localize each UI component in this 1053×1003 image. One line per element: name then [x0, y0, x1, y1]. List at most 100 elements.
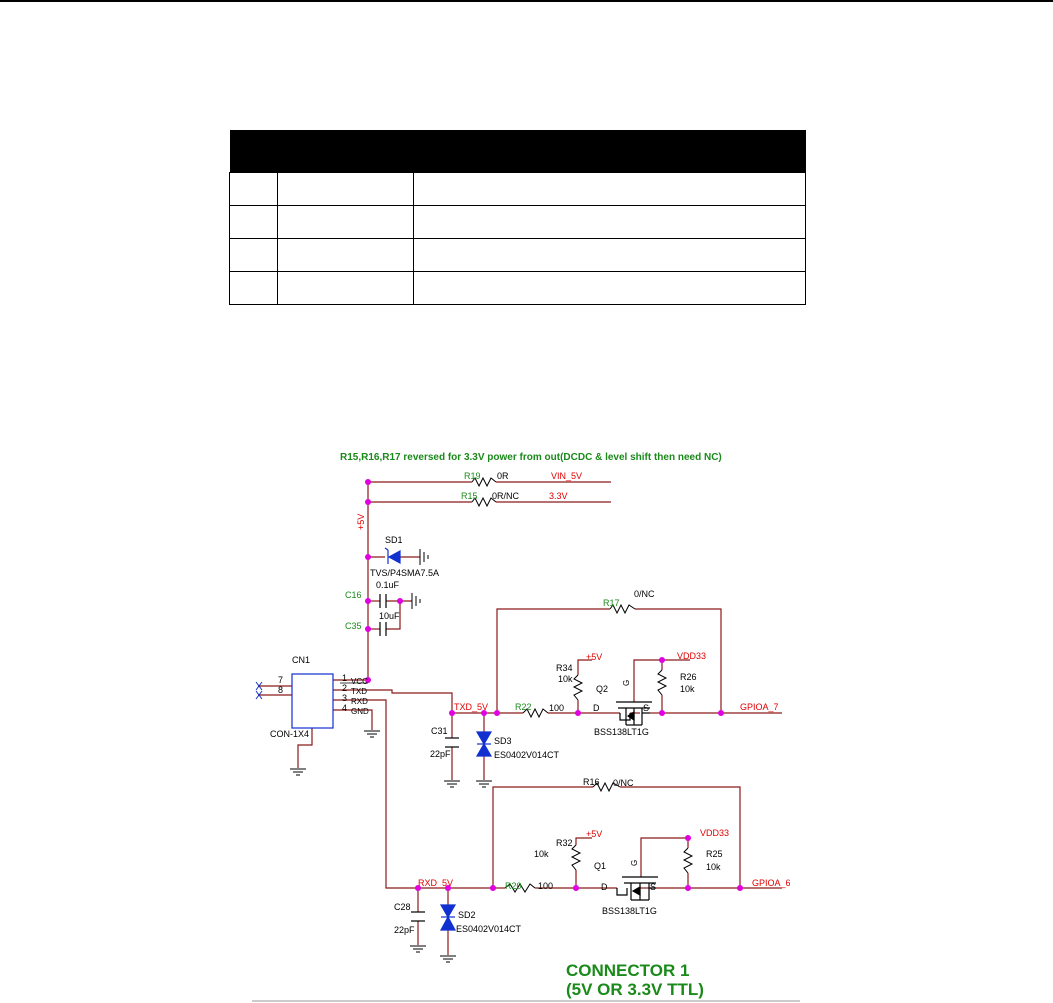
table-cell — [277, 172, 414, 206]
resistor-r17 — [609, 603, 636, 615]
ref-sd1: SD1 — [385, 535, 403, 545]
resistor-r15 — [471, 496, 497, 508]
ref-c28: C28 — [394, 902, 411, 912]
resistor-r16 — [592, 781, 621, 793]
resistor-r26 — [656, 669, 668, 696]
ref-r32: R32 — [556, 838, 573, 848]
pin-q2-d: D — [593, 703, 600, 713]
part-q2: BSS138LT1G — [594, 727, 649, 737]
diodes — [384, 547, 493, 931]
ref-cn1: CN1 — [292, 655, 310, 665]
ground-symbol — [439, 955, 457, 963]
value-r22: 100 — [549, 703, 564, 713]
table-cell — [277, 205, 414, 239]
value-r17: 0/NC — [634, 589, 655, 599]
ref-q1: Q1 — [594, 861, 606, 871]
ref-r25: R25 — [706, 849, 723, 859]
pin-4-label: 4 — [342, 703, 347, 713]
mosfet-q2 — [616, 701, 652, 726]
ref-c35: C35 — [345, 621, 362, 631]
diode-sd3 — [475, 731, 493, 746]
ground-symbol — [475, 780, 493, 788]
table-cell — [413, 172, 806, 206]
value-r26: 10k — [680, 684, 695, 694]
ref-r15: R15 — [461, 491, 478, 501]
pin-q1-g: G — [630, 860, 639, 866]
mosfet-q1 — [616, 876, 658, 901]
table-row — [229, 172, 806, 206]
pin-3-label: 3 — [342, 693, 347, 703]
pin-1-label: 1 — [342, 673, 347, 683]
net-plus5v-r32: +5V — [586, 829, 602, 839]
value-c16: 0.1uF — [376, 580, 400, 590]
pin-7-label: 7 — [278, 675, 283, 685]
value-r19: 0R — [497, 471, 509, 481]
diode-sd2 — [439, 904, 457, 919]
ref-c16: C16 — [345, 590, 362, 600]
value-r20: 100 — [538, 881, 553, 891]
pin-vcc-label: VCC — [351, 677, 368, 686]
value-r16: 0/NC — [613, 778, 634, 788]
table-cell — [277, 271, 414, 305]
connector-cn1 — [255, 673, 368, 729]
value-r25: 10k — [706, 862, 721, 872]
pin-table — [229, 130, 806, 305]
pin-q1-s: S — [650, 882, 656, 892]
net-gpioa7: GPIOA_7 — [740, 702, 779, 712]
net-gpioa6: GPIOA_6 — [752, 878, 791, 888]
net-3v3: 3.3V — [549, 491, 568, 501]
ground-symbol — [363, 730, 381, 738]
junctions — [365, 479, 743, 891]
part-sd3: ES0402V014CT — [494, 750, 560, 760]
part-cn1: CON-1X4 — [270, 729, 309, 739]
net-vin-5v: VIN_5V — [551, 471, 582, 481]
resistor-r20 — [504, 883, 536, 893]
resistor-r22 — [522, 707, 549, 719]
ground-symbol — [443, 780, 461, 788]
table-cell — [229, 271, 278, 305]
ref-r16: R16 — [583, 777, 600, 787]
ground-symbol — [419, 549, 429, 565]
ref-r26: R26 — [680, 672, 697, 682]
table-row — [229, 205, 806, 239]
pin-table-header-cell — [229, 130, 278, 173]
capacitors — [379, 594, 459, 922]
value-r34: 10k — [558, 674, 573, 684]
value-c28: 22pF — [394, 925, 415, 935]
pin-table-header — [229, 130, 806, 173]
value-c31: 22pF — [430, 749, 451, 759]
ref-c31: C31 — [431, 726, 448, 736]
ground-symbol — [289, 768, 307, 776]
resistor-r32 — [570, 844, 582, 871]
ref-r19: R19 — [464, 471, 481, 481]
ground-symbols — [289, 549, 493, 963]
part-sd1: TVS/P4SMA7.5A — [370, 568, 439, 578]
schematic-subtitle: (5V OR 3.3V TTL) — [566, 980, 704, 999]
pin-q2-s: S — [643, 703, 649, 713]
table-cell — [229, 238, 278, 272]
schematic-note: R15,R16,R17 reversed for 3.3V power from… — [340, 452, 722, 463]
resistors — [471, 476, 694, 893]
table-row — [229, 271, 806, 305]
table-cell — [413, 205, 806, 239]
top-rule — [0, 0, 1053, 2]
pin-rxd-label: RXD — [351, 697, 368, 706]
net-plus5v-rail: +5V — [356, 514, 366, 530]
pin-table-header-cell — [413, 130, 806, 173]
part-q1: BSS138LT1G — [602, 906, 657, 916]
table-cell — [413, 271, 806, 305]
net-rxd-5v: RXD_5V — [418, 878, 453, 888]
net-txd-5v: TXD_5V — [454, 702, 488, 712]
resistor-r19 — [471, 476, 497, 488]
schematic-title: CONNECTOR 1 — [566, 961, 689, 980]
pin-8-label: 8 — [278, 685, 283, 695]
net-vdd33-a: VDD33 — [677, 651, 706, 661]
part-sd2: ES0402V014CT — [456, 924, 522, 934]
pin-q2-g: G — [622, 680, 631, 686]
ground-symbol — [409, 945, 427, 953]
pin-gnd-label: GND — [351, 707, 369, 716]
table-cell — [277, 238, 414, 272]
pin-q1-d: D — [601, 882, 608, 892]
pin-table-header-cell — [277, 130, 414, 173]
